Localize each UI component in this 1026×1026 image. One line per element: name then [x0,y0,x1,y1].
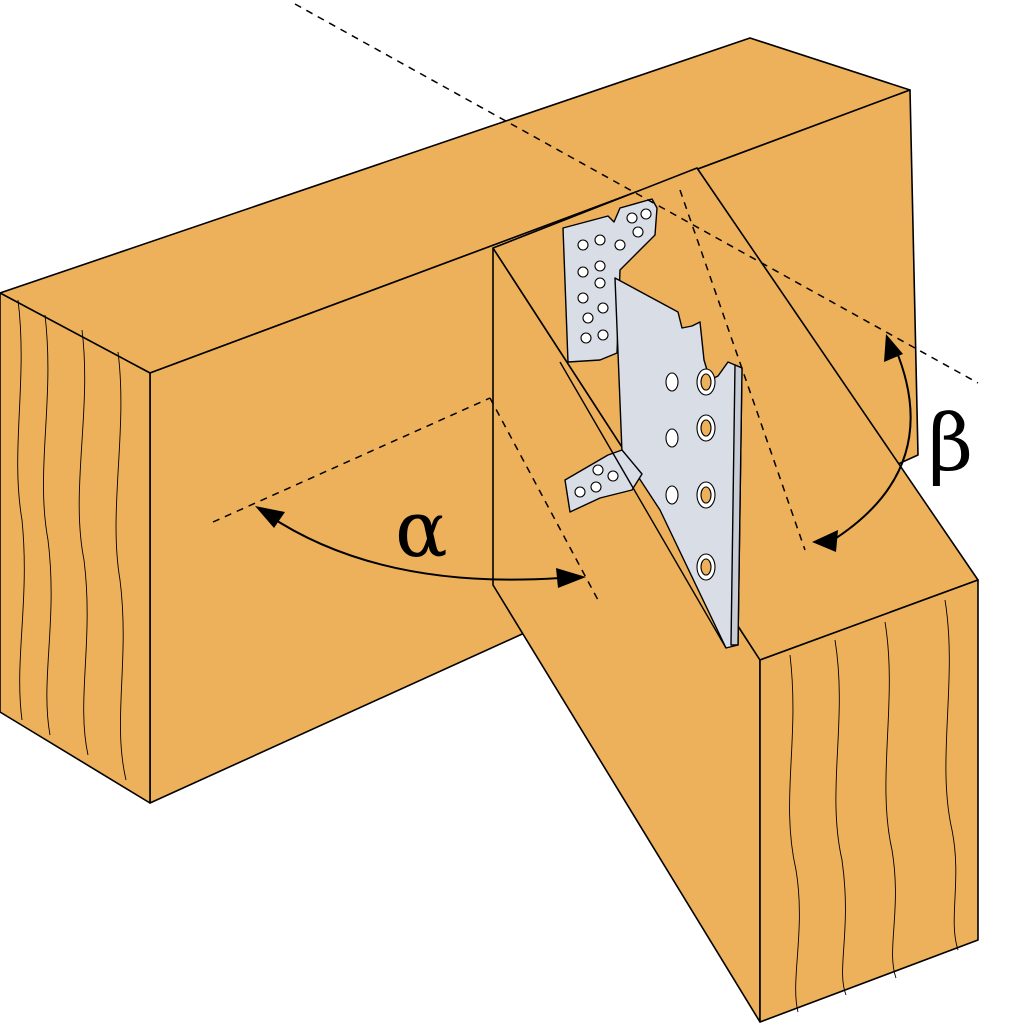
alpha-arrow-left-icon [255,506,285,528]
beam-end-face [0,292,151,804]
hanger-lower-flange [564,449,643,513]
alpha-arrow-right-icon [556,568,586,588]
hanger-body-edge [730,364,743,646]
angle-arcs [267,349,912,581]
alpha-label: α [395,485,448,575]
beta-label: β [928,399,973,489]
beta-arrow-top-icon [884,334,903,362]
beta-arc [829,349,912,543]
arrowheads [255,334,903,588]
wood-grain [17,299,959,1013]
nail-holes [574,208,716,581]
alpha-arc [267,514,561,581]
reference-lines [212,3,979,601]
joist-edge-behind-plate [559,361,727,649]
joist-end-face [759,579,979,1023]
beta-arrow-bottom-icon [812,530,838,552]
